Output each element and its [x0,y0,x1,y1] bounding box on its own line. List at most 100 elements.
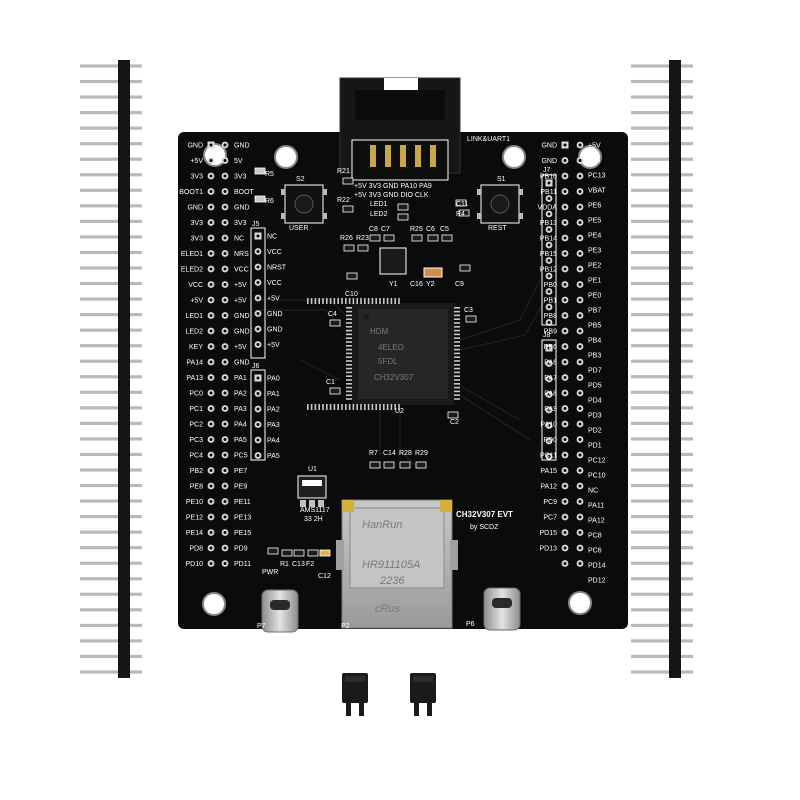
header-pin [681,670,693,674]
pin-hole-center [209,314,213,317]
chip-pin [346,386,352,389]
header-pin [631,266,669,270]
header-pin [681,390,693,394]
left-inner-label-9: +5V [234,282,247,289]
header-pin [130,204,142,208]
right-outer-label-16: PD5 [588,383,602,390]
header-pin [130,235,142,239]
header-pin [631,313,669,317]
right-outer-label-11: PB7 [588,308,601,315]
chip-line-1: HDM [370,327,389,336]
smd-part [399,461,411,469]
left-inner-label-27: PD11 [234,561,251,568]
header-pin [681,188,693,192]
left-outer-label-2: 3V3 [191,174,204,181]
pin-hole-center [547,455,551,458]
smd-part [441,234,453,242]
chip-pin [348,298,351,304]
header-pin [130,499,142,503]
debug-header-label: LINK&UART1 [467,136,510,143]
header-pin [130,390,142,394]
header-pin [681,219,693,223]
pin-hole-center [209,329,213,333]
header-pin [631,297,669,301]
header-pin [681,530,693,534]
smd-part [342,205,354,213]
chip-pin [346,360,352,362]
right-outer-label-24: PA11 [588,503,604,510]
usb-c-left [261,589,299,633]
chip-pin [360,404,362,410]
pin-hole-center [563,500,567,503]
label-c10: C10 [345,291,358,298]
header-pin [80,483,118,488]
header-pin [130,188,142,192]
header-pin [80,219,118,223]
header-pin [80,561,118,565]
pin-hole-center [578,298,582,302]
pin-labels-left-inner: GND5V3V3BOOTGND3V3NCNRSVCC+5V+5VGNDGND+5… [234,143,255,569]
chip-pin [454,337,460,339]
chip-pin [454,390,460,393]
chip-pin [346,375,352,377]
right-inner-label-26: PD13 [539,546,557,553]
pin-hole-center [256,376,260,380]
pin-hole-center [547,393,551,396]
chip-pin [390,298,393,304]
smd-part [415,461,427,469]
left-outer-label-17: PC1 [189,406,203,413]
chip-pin [310,298,313,304]
header-pin [681,297,693,301]
pin-hole-center [578,469,582,472]
chip-pin [346,345,352,347]
reg-line-1: AMS1117 [300,507,330,514]
pin-hole-center [256,327,260,331]
label-r29: R29 [415,450,428,457]
left-outer-label-9: VCC [188,282,203,289]
j6-label-5: PA5 [267,453,280,460]
left-inner-label-18: PA4 [234,422,247,429]
header-pin [80,313,118,317]
smd-part [357,244,369,252]
chip-pin [383,298,385,304]
left-inner-label-20: PC5 [234,453,248,460]
chip-pin [394,298,396,304]
header-pin [681,452,693,457]
pin-hole-center [578,205,582,209]
pin-hole-center [578,546,582,550]
pin-hole-center [578,438,582,441]
left-outer-label-4: GND [187,205,203,212]
pin-hole-center [223,205,227,209]
j8-outline [541,339,557,461]
left-outer-label-14: PA14 [186,360,203,367]
chip-pin [341,298,343,304]
right-inner-label-6: PB14 [540,236,557,243]
chip-pin [310,404,313,410]
chip-pin [329,298,332,304]
pin-hole-center [256,296,260,300]
header-pin [681,235,693,239]
header-pin [80,173,118,177]
label-c6: C6 [426,226,435,233]
header-pin [681,266,693,270]
pin-hole-center [563,546,567,550]
header-pin [130,483,142,488]
header-pin [681,313,693,317]
chip-pin [352,404,355,410]
chip-pin [454,322,460,324]
label-c11: C11 [456,201,468,208]
header-pin [80,188,118,192]
label-r7: R7 [369,450,378,457]
chip-pin [337,298,339,304]
chip-pin [454,383,460,385]
header-pin [80,468,118,472]
chip-pin [364,404,366,410]
header-pin [80,266,118,270]
left-inner-label-7: NRS [234,251,249,258]
pin-hole-center [563,283,567,286]
chip-pin [346,379,352,381]
header-pin [631,515,669,519]
left-inner-label-12: GND [234,329,250,336]
header-pin [130,406,142,410]
